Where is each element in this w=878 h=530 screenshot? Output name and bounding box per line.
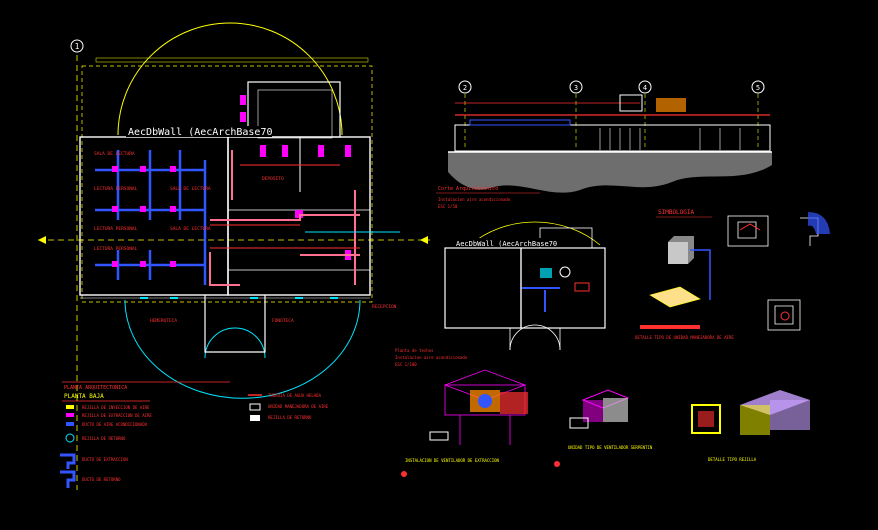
- duct-network-right: [209, 150, 360, 286]
- legend-subtitle: PLANTA BAJA: [64, 393, 104, 400]
- legend: PLANTA ARQUITECTONICA PLANTA BAJA REJILL…: [60, 381, 329, 488]
- plan-subtitle: Instalacion aire acondicionado: [395, 355, 468, 360]
- legend-item: DUCTO DE EXTRACCION: [82, 457, 128, 462]
- detail-label: DETALLE TIPO REJILLA: [708, 457, 757, 462]
- detail-label: INSTALACION DE VENTILADOR DE EXTRACCION: [405, 458, 500, 463]
- grid-marker-label: 3: [574, 84, 578, 92]
- legend-item-right: REJILLA DE RETORNO: [268, 415, 312, 420]
- symbology-panel: SIMBOLOGIA DETALLE TIPO DE UNIDAD MANEJA…: [635, 209, 830, 340]
- grid-marker-1-label: 1: [75, 42, 80, 51]
- legend-title: PLANTA ARQUITECTONICA: [64, 385, 127, 391]
- legend-item: REJILLA DE INYECCION DE AIRE: [82, 405, 150, 410]
- room-label: HEMEROTECA: [150, 318, 177, 324]
- room-label: SALA DE LECTURA: [94, 151, 135, 157]
- legend-item-right: TUBERIA DE AGUA HELADA: [268, 393, 322, 398]
- room-label: DEPOSITO: [262, 176, 284, 182]
- wall-label: AecDbWall (AecArchBase70: [128, 127, 273, 138]
- section-scale: ESC 1/50: [438, 204, 458, 209]
- legend-item: DUCTO DE AIRE ACONDICIONADO: [82, 422, 148, 427]
- room-label: SALA DE LECTURA: [170, 186, 211, 192]
- details-row: INSTALACION DE VENTILADOR DE EXTRACCION …: [401, 369, 810, 477]
- legend-item-right: UNIDAD MANEJADORA DE AIRE: [268, 404, 329, 409]
- plan-scale: ESC 1/100: [395, 362, 417, 367]
- section-title-block: Corte Arquitectonico Instalacion aire ac…: [436, 186, 540, 209]
- legend-item: REJILLA DE EXTRACCION DE AIRE: [82, 413, 152, 418]
- roof-plan: AecDbWall (AecArchBase70 Planta de techo…: [395, 221, 606, 367]
- room-label: FONOTECA: [272, 318, 294, 324]
- room-label: LECTURA PERSONAL: [94, 226, 138, 232]
- grid-marker-label: 2: [463, 84, 467, 92]
- duct-network-left: [95, 150, 207, 285]
- grid-marker-label: 4: [643, 84, 647, 92]
- legend-item: DUCTO DE RETORNO: [82, 477, 121, 482]
- floor-plan: 1 AecDbWall (AecArchBase70: [38, 22, 430, 490]
- simbologia-title: SIMBOLOGIA: [658, 209, 695, 216]
- plan-title: Planta de techos: [395, 348, 434, 353]
- section-elevation: 2 3 4 5: [448, 80, 772, 193]
- detail-label: UNIDAD TIPO DE VENTILADOR SERPENTIN: [568, 445, 653, 450]
- grid-marker-label: 5: [756, 84, 760, 92]
- legend-item: REJILLA DE RETORNO: [82, 436, 126, 441]
- room-label: RECEPCION: [372, 304, 397, 310]
- room-label: LECTURA PERSONAL: [94, 246, 138, 252]
- grid-marker-1: [70, 39, 84, 53]
- wall-label-small: AecDbWall (AecArchBase70: [456, 240, 557, 248]
- detail-label: DETALLE TIPO DE UNIDAD MANEJADORA DE AIR…: [635, 335, 734, 340]
- section-title: Corte Arquitectonico: [438, 186, 498, 192]
- room-label: LECTURA PERSONAL: [94, 186, 138, 192]
- room-label: SALA DE LECTURA: [170, 226, 211, 232]
- section-subtitle: Instalacion aire acondicionado: [438, 197, 511, 202]
